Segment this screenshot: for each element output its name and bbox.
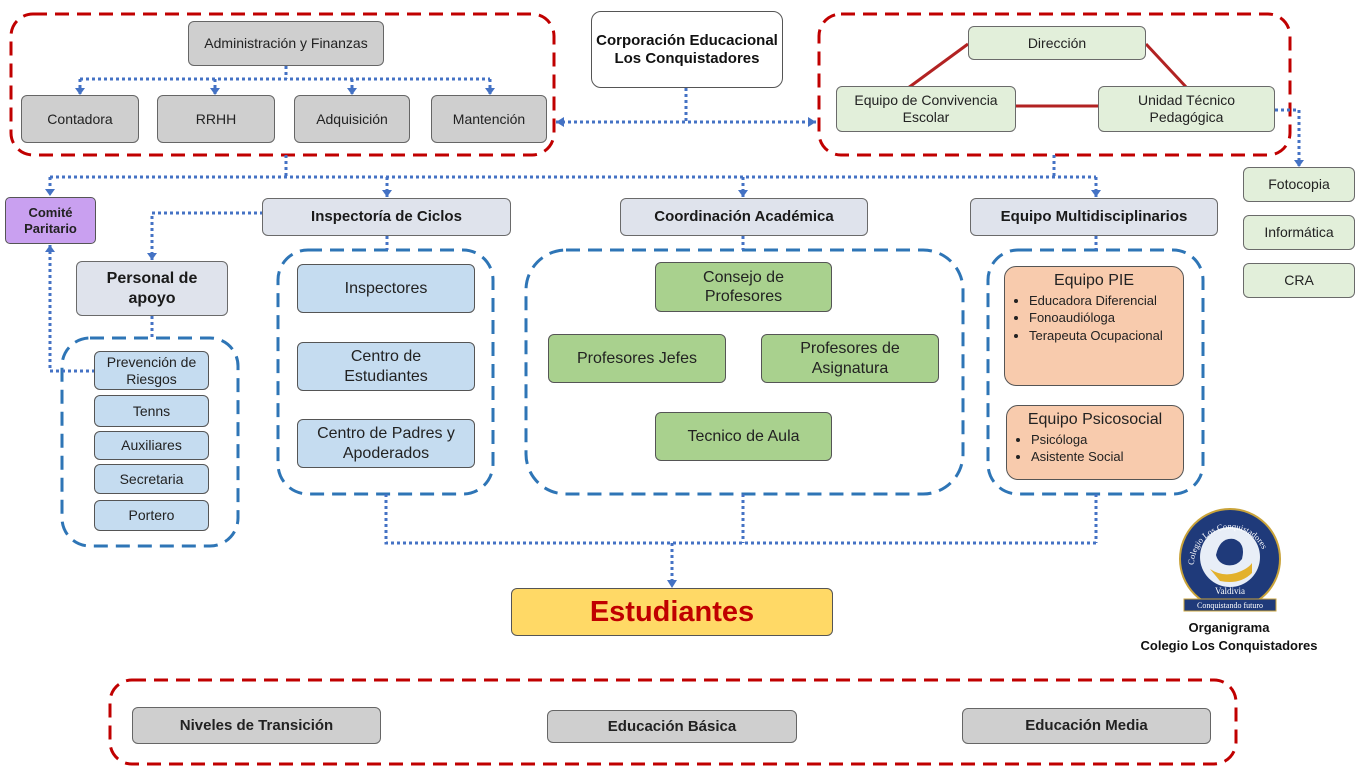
mantencion-label: Mantención <box>452 110 526 127</box>
tecnico-aula-label: Tecnico de Aula <box>687 427 800 445</box>
fotocopia-label: Fotocopia <box>1268 176 1330 193</box>
centro-estudiantes-label: Centro de Estudiantes <box>344 348 428 385</box>
tenns-label: Tenns <box>132 402 171 419</box>
equipo-psicosocial-box: Equipo Psicosocial Psicóloga Asistente S… <box>1006 405 1184 480</box>
mantencion-box: Mantención <box>431 95 547 143</box>
inspectoria-head-box: Inspectoría de Ciclos <box>262 198 511 236</box>
educacion-basica-box: Educación Básica <box>547 710 797 743</box>
admin-head-box: Administración y Finanzas <box>188 21 384 66</box>
direccion-frame <box>817 12 1292 157</box>
utp-label: Unidad Técnico Pedagógica <box>1137 92 1236 125</box>
caption: Organigrama Colegio Los Conquistadores <box>1118 619 1340 654</box>
convivencia-label: Equipo de Convivencia Escolar <box>854 92 998 125</box>
fotocopia-box: Fotocopia <box>1243 167 1355 202</box>
rrhh-box: RRHH <box>157 95 275 143</box>
prevencion-label: Prevención de Riesgos <box>106 353 197 387</box>
inspectores-box: Inspectores <box>297 264 475 313</box>
auxiliares-box: Auxiliares <box>94 431 209 460</box>
corporacion-label: Corporación Educacional Los Conquistador… <box>596 31 778 67</box>
profesores-asignatura-box: Profesores de Asignatura <box>761 334 939 383</box>
personal-apoyo-head-box: Personal de apoyo <box>76 261 228 316</box>
admin-head-label: Administración y Finanzas <box>204 35 368 52</box>
portero-box: Portero <box>94 500 209 531</box>
helmet-icon <box>1216 538 1243 566</box>
cra-label: CRA <box>1284 272 1314 289</box>
informatica-box: Informática <box>1243 215 1355 250</box>
multidisciplinario-head-label: Equipo Multidisciplinarios <box>1000 208 1188 225</box>
hands-icon <box>1210 563 1252 582</box>
personal-apoyo-head-label: Personal de apoyo <box>106 270 198 307</box>
tecnico-aula-box: Tecnico de Aula <box>655 412 832 461</box>
centro-estudiantes-box: Centro de Estudiantes <box>297 342 475 391</box>
caption-title: Organigrama <box>1188 620 1270 635</box>
contadora-box: Contadora <box>21 95 139 143</box>
coordinacion-head-label: Coordinación Académica <box>654 208 834 225</box>
direccion-label: Dirección <box>1027 34 1087 51</box>
equipo-psicosocial-list: Psicóloga Asistente Social <box>1013 431 1177 467</box>
red-dashed-frames <box>9 12 1292 766</box>
logo-motto: Conquistando futuro <box>1197 601 1263 610</box>
coordinacion-head-box: Coordinación Académica <box>620 198 868 236</box>
auxiliares-label: Auxiliares <box>121 437 182 454</box>
secretaria-box: Secretaria <box>94 464 209 494</box>
profesores-jefes-label: Profesores Jefes <box>576 349 698 367</box>
comite-paritario-label: Comité Paritario <box>24 204 77 236</box>
direccion-box: Dirección <box>968 26 1146 60</box>
psicosocial-item: Asistente Social <box>1031 449 1177 465</box>
adquisicion-box: Adquisición <box>294 95 410 143</box>
pie-item: Terapeuta Ocupacional <box>1029 328 1177 344</box>
equipo-pie-title: Equipo PIE <box>1053 272 1135 289</box>
adquisicion-label: Adquisición <box>316 110 388 127</box>
utp-box: Unidad Técnico Pedagógica <box>1098 86 1275 132</box>
profesores-asignatura-label: Profesores de Asignatura <box>800 340 900 377</box>
admin-frame <box>9 12 556 157</box>
centro-padres-box: Centro de Padres y Apoderados <box>297 419 475 468</box>
niveles-transicion-label: Niveles de Transición <box>179 716 334 734</box>
consejo-profesores-label: Consejo de Profesores <box>703 268 784 305</box>
dotted-connectors <box>48 66 1301 582</box>
educacion-media-label: Educación Media <box>1025 717 1148 734</box>
contadora-label: Contadora <box>47 110 113 127</box>
comite-paritario-box: Comité Paritario <box>5 197 96 244</box>
apoyo-frame <box>60 336 240 548</box>
convivencia-box: Equipo de Convivencia Escolar <box>836 86 1016 132</box>
secretaria-label: Secretaria <box>119 470 184 487</box>
equipo-pie-box: Equipo PIE Educadora Diferencial Fonoaud… <box>1004 266 1184 386</box>
school-logo: Colegio Los Conquistadores Valdivia Conq… <box>1179 508 1281 612</box>
centro-padres-label: Centro de Padres y Apoderados <box>317 425 455 462</box>
portero-label: Portero <box>128 507 175 524</box>
cra-box: CRA <box>1243 263 1355 298</box>
pie-item: Fonoaudióloga <box>1029 310 1177 326</box>
psicosocial-item: Psicóloga <box>1031 432 1177 448</box>
consejo-profesores-box: Consejo de Profesores <box>655 262 832 312</box>
inspectoria-head-label: Inspectoría de Ciclos <box>311 208 462 225</box>
prevencion-box: Prevención de Riesgos <box>94 351 209 390</box>
direccion-links <box>907 42 1189 108</box>
arrowheads <box>45 88 1304 588</box>
niveles-frame <box>108 678 1238 766</box>
corporacion-box: Corporación Educacional Los Conquistador… <box>591 11 783 88</box>
equipo-psicosocial-title: Equipo Psicosocial <box>1027 411 1163 428</box>
niveles-transicion-box: Niveles de Transición <box>132 707 381 744</box>
profesores-jefes-box: Profesores Jefes <box>548 334 726 383</box>
estudiantes-label: Estudiantes <box>589 595 755 628</box>
educacion-media-box: Educación Media <box>962 708 1211 744</box>
pie-item: Educadora Diferencial <box>1029 293 1177 309</box>
informatica-label: Informática <box>1264 224 1334 241</box>
caption-subtitle: Colegio Los Conquistadores <box>1140 637 1318 653</box>
inspectores-label: Inspectores <box>344 279 428 297</box>
multidisciplinario-head-box: Equipo Multidisciplinarios <box>970 198 1218 236</box>
logo-city: Valdivia <box>1215 586 1245 596</box>
rrhh-label: RRHH <box>195 110 237 127</box>
logo-ribbon <box>1183 598 1277 612</box>
equipo-pie-list: Educadora Diferencial Fonoaudióloga Tera… <box>1011 292 1177 345</box>
tenns-box: Tenns <box>94 395 209 427</box>
educacion-basica-label: Educación Básica <box>607 717 737 735</box>
estudiantes-box: Estudiantes <box>511 588 833 636</box>
